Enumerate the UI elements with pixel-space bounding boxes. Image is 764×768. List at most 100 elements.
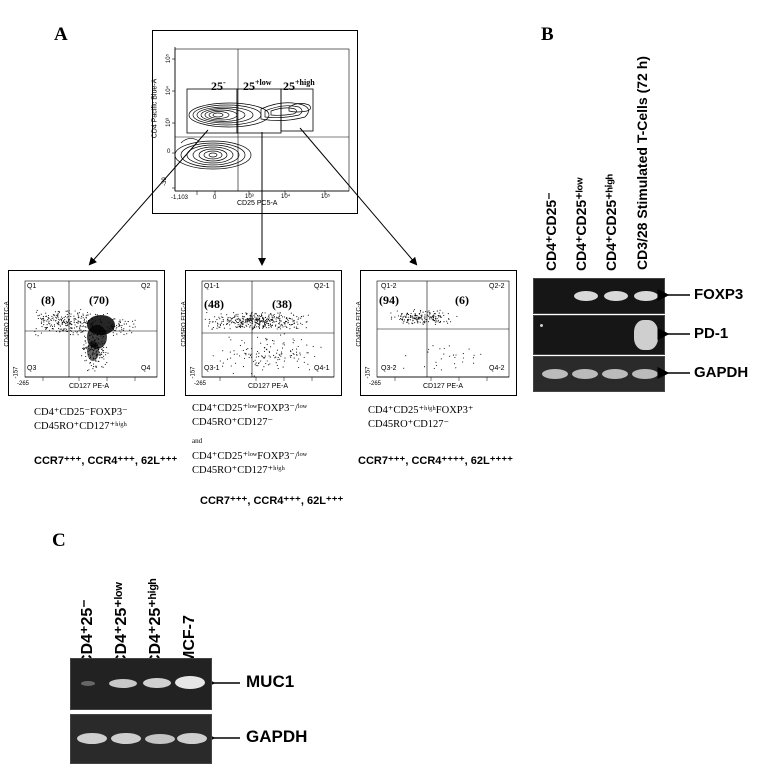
scatter-dot [241, 323, 244, 325]
scatter-dot [57, 313, 59, 316]
marker-profile-2: CCR7⁺⁺⁺, CCR4⁺⁺⁺, 62L⁺⁺⁺ [200, 495, 344, 507]
scatter-dot [280, 351, 283, 353]
scatter-dot [222, 316, 224, 319]
scatter-dot [82, 347, 84, 349]
scatter-dot [262, 326, 264, 328]
scatter-dot [116, 326, 118, 328]
scatter-dot [114, 325, 116, 327]
gel-band [175, 676, 205, 689]
scatter-dot [473, 362, 475, 364]
scatter-dot [236, 318, 238, 320]
scatter-dot [222, 319, 224, 321]
scatter-dot [239, 323, 241, 325]
scatter-dot [212, 327, 214, 329]
scatter-dot [275, 316, 278, 318]
scatter-dot [264, 323, 266, 325]
scatter-dot [396, 310, 398, 312]
scatter-dot [266, 360, 268, 362]
scatter-dot [263, 366, 265, 368]
scatter-dot [260, 342, 262, 344]
scatter-dot [66, 310, 68, 312]
scatter-dot [126, 333, 128, 335]
scatter-dot [446, 320, 448, 322]
panel-label-c: C [52, 530, 66, 551]
scatter-dot [450, 321, 452, 323]
scatter-dot [118, 326, 120, 328]
scatter-dot [280, 320, 282, 322]
scatter-y-min: -157 [190, 366, 197, 379]
scatter-dot [77, 322, 79, 324]
scatter-dot [278, 316, 280, 318]
scatter-dot [266, 320, 269, 322]
scatter-dot [241, 320, 243, 322]
scatter-dot [419, 317, 421, 319]
scatter-dot [407, 320, 409, 322]
scatter-dot [112, 332, 114, 334]
scatter-dot [277, 367, 279, 370]
scatter-dot [70, 323, 73, 325]
scatter-dot [228, 336, 230, 338]
scatter-dot [251, 311, 253, 313]
blot-b-pd1-gel [533, 315, 665, 355]
scatter-dot [101, 341, 103, 343]
scatter-dot [95, 320, 97, 322]
scatter-dot [42, 317, 44, 319]
scatter-dot [40, 322, 43, 324]
scatter-dot [240, 325, 242, 327]
scatter-dot [102, 350, 104, 352]
scatter-dot [93, 349, 95, 351]
blot-c-lane-label: CD4⁺25⁻ [79, 599, 96, 666]
scatter-dot [94, 345, 96, 347]
scatter-dot [233, 312, 235, 314]
scatter-dot [102, 314, 105, 316]
scatter-dot [230, 357, 232, 359]
scatter-dot [272, 320, 275, 322]
scatter-dot [440, 358, 442, 360]
scatter-dot [244, 342, 246, 344]
scatter-dot [104, 363, 106, 365]
scatter-dot [68, 312, 70, 314]
scatter-dot [89, 313, 91, 315]
scatter-dot [235, 315, 237, 317]
scatter-dot [82, 331, 84, 333]
scatter-dot [242, 349, 244, 352]
scatter-dot [278, 354, 280, 356]
scatter-dot [420, 315, 422, 317]
quadrant-label: Q4-2 [489, 365, 505, 372]
scatter-dot [436, 364, 438, 367]
quadrant-label: Q2-1 [314, 283, 330, 290]
scatter-dot [264, 324, 266, 327]
scatter-dot [280, 334, 282, 336]
scatter-dot [103, 355, 105, 357]
scatter-dot [417, 316, 419, 318]
scatter-dot [230, 339, 232, 341]
scatter-dot [455, 354, 457, 356]
scatter-dot [84, 348, 86, 350]
scatter-dot [244, 352, 246, 354]
scatter-dot [83, 318, 86, 320]
scatter-dot [66, 314, 68, 316]
scatter-dot [250, 356, 253, 358]
scatter-dot [257, 365, 259, 367]
scatter-dot [51, 317, 53, 320]
phenotype-1-line1: CD4⁺CD25⁻FOXP3⁻ [34, 407, 128, 418]
scatter-dot [244, 322, 246, 324]
scatter-dot [257, 315, 259, 317]
scatter-dot [111, 325, 113, 327]
scatter-dot [271, 316, 273, 318]
contour-x-axis-label: CD25 PC5-A [237, 200, 278, 207]
scatter-dot [70, 320, 72, 323]
scatter-dot [229, 324, 231, 326]
scatter-dot [264, 312, 266, 314]
phenotype-3-line2: CD45RO⁺CD127⁻ [368, 419, 450, 430]
scatter-dot [402, 316, 404, 318]
scatter-dot [94, 348, 96, 350]
scatter-dot [44, 319, 46, 321]
quadrant-label: Q3-2 [381, 365, 397, 372]
scatter-dot [266, 319, 268, 321]
scatter-dot [102, 336, 104, 338]
gel-band [542, 369, 568, 379]
scatter-dot [89, 356, 92, 359]
scatter-dot [122, 329, 124, 331]
scatter-dot [85, 336, 87, 339]
